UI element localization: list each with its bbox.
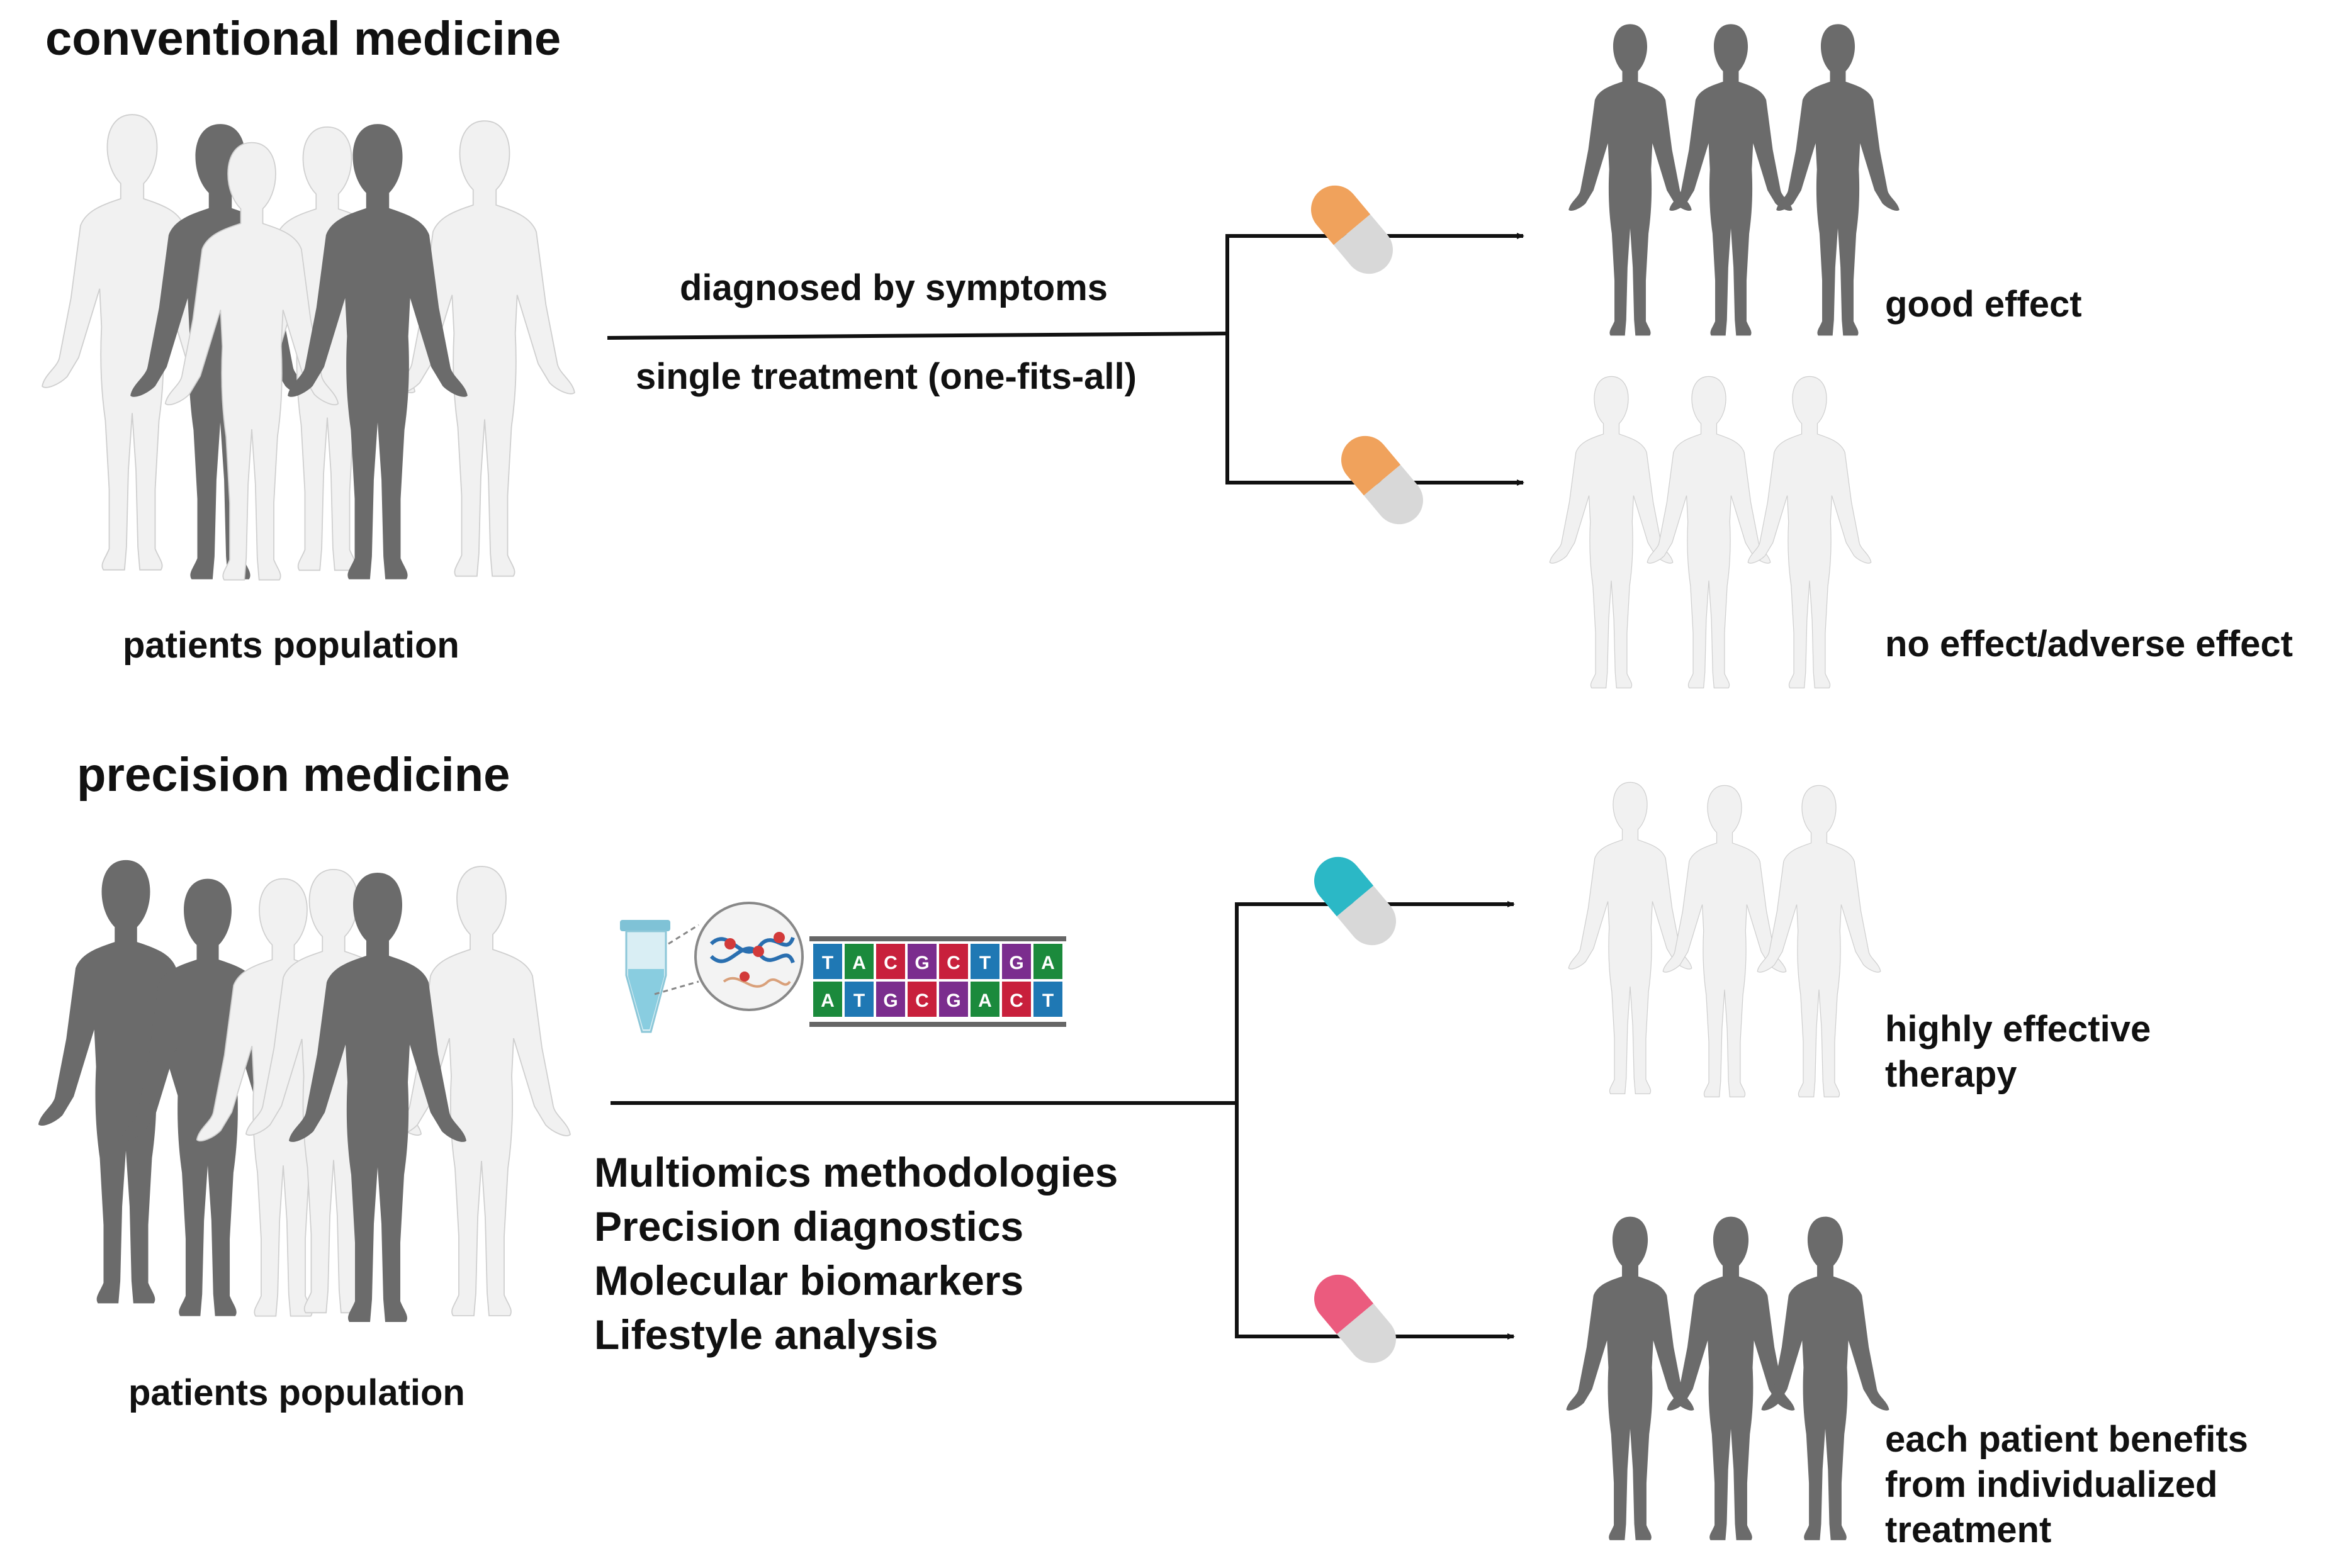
human-figure-icon <box>1568 781 1692 1095</box>
capsule-icon <box>1314 1274 1396 1364</box>
outcome-line: therapy <box>1885 1054 2017 1095</box>
method-list: Multiomics methodologies Precision diagn… <box>594 1145 1118 1362</box>
human-figure-icon <box>1669 24 1793 336</box>
human-figure-icon <box>1757 785 1881 1098</box>
human-figure-icon <box>392 866 571 1316</box>
dna-base <box>971 944 999 979</box>
outcome-highly-effective: highly effective therapy <box>1885 1007 2151 1097</box>
dna-base-label: C <box>1010 990 1023 1011</box>
capsule-icon <box>1341 435 1423 525</box>
dna-base-label: C <box>947 953 960 973</box>
outcome-line: highly effective <box>1885 1009 2151 1050</box>
dna-base-label: A <box>978 990 992 1011</box>
dna-base <box>908 982 937 1017</box>
precision-title: precision medicine <box>77 748 510 802</box>
zoom-line <box>668 924 699 945</box>
dna-base-label: C <box>884 953 898 973</box>
dna-base <box>813 982 842 1017</box>
outcome-line: each patient benefits <box>1885 1419 2248 1460</box>
dna-base-label: G <box>946 990 960 1011</box>
human-figure-icon <box>1761 1216 1889 1540</box>
outcome-good-effect: good effect <box>1885 284 2082 325</box>
zoom-line <box>654 980 699 995</box>
dna-base <box>813 944 842 979</box>
dna-base <box>908 944 937 979</box>
dna-base <box>845 944 874 979</box>
dna-backbone <box>809 1022 1066 1027</box>
highly-effective-group <box>1568 781 1881 1098</box>
dna-base-label: G <box>1009 953 1023 973</box>
good-effect-group <box>1568 24 1900 336</box>
dna-backbone <box>809 936 1066 941</box>
dna-base <box>876 944 905 979</box>
dna-base <box>845 982 874 1017</box>
dna-base-label: G <box>915 953 929 973</box>
dna-base-label: A <box>1041 953 1055 973</box>
dna-base <box>939 982 968 1017</box>
outcome-no-effect: no effect/adverse effect <box>1885 624 2293 664</box>
conventional-population <box>42 114 575 581</box>
dna-base-label: T <box>1042 990 1054 1011</box>
dna-base-label: G <box>883 990 898 1011</box>
precision-branch-bottom-arrow <box>1235 1103 1515 1340</box>
dna-base <box>1033 982 1062 1017</box>
dna-base <box>1002 982 1031 1017</box>
dna-base <box>1002 944 1031 979</box>
conventional-trunk-line <box>607 332 1228 340</box>
human-figure-icon <box>1647 376 1771 689</box>
method-item: Multiomics methodologies <box>594 1149 1118 1196</box>
dna-molecule-icon <box>694 902 804 1011</box>
conventional-population-label: patients population <box>123 625 459 666</box>
human-figure-icon <box>1776 24 1900 336</box>
conventional-section <box>42 24 1900 689</box>
human-figure-icon <box>130 124 310 580</box>
dna-base-label: A <box>852 953 866 973</box>
dna-base-label: T <box>853 990 865 1011</box>
outcome-line: from individualized <box>1885 1464 2218 1505</box>
test-tube-icon <box>620 920 670 1033</box>
human-figure-icon <box>1747 376 1872 689</box>
outcome-line: treatment <box>1885 1509 2052 1550</box>
dna-base-label: T <box>822 953 833 973</box>
dna-base-label: C <box>915 990 929 1011</box>
precision-population <box>38 860 571 1322</box>
conventional-branch-bottom-arrow <box>1225 333 1524 486</box>
dna-base-label: A <box>821 990 835 1011</box>
dna-base <box>876 982 905 1017</box>
conventional-branch-top-arrow <box>1225 233 1524 333</box>
method-item: Precision diagnostics <box>594 1203 1024 1250</box>
dna-base <box>971 982 999 1017</box>
method-item: Molecular biomarkers <box>594 1257 1024 1304</box>
capsule-icon <box>1314 856 1396 946</box>
method-item: Lifestyle analysis <box>594 1311 938 1358</box>
human-figure-icon <box>394 120 575 577</box>
no-effect-group <box>1549 376 1872 689</box>
outcome-individualized: each patient benefits from individualize… <box>1885 1417 2248 1553</box>
capsule-icon <box>1311 185 1393 274</box>
precision-population-label: patients population <box>128 1372 465 1413</box>
human-figure-icon <box>1568 24 1692 336</box>
human-figure-icon <box>1667 1216 1795 1540</box>
precision-branch-top-arrow <box>1235 901 1515 1103</box>
conventional-title: conventional medicine <box>45 12 561 65</box>
pathway-bottom-label: single treatment (one-fits-all) <box>636 356 1137 397</box>
pathway-top-label: diagnosed by symptoms <box>680 267 1108 308</box>
human-figure-icon <box>1662 785 1787 1098</box>
individualized-group <box>1566 1216 1889 1540</box>
dna-base-label: T <box>979 953 991 973</box>
dna-base <box>1033 944 1062 979</box>
dna-base <box>939 944 968 979</box>
human-figure-icon <box>1549 376 1674 689</box>
human-figure-icon <box>1566 1216 1694 1540</box>
